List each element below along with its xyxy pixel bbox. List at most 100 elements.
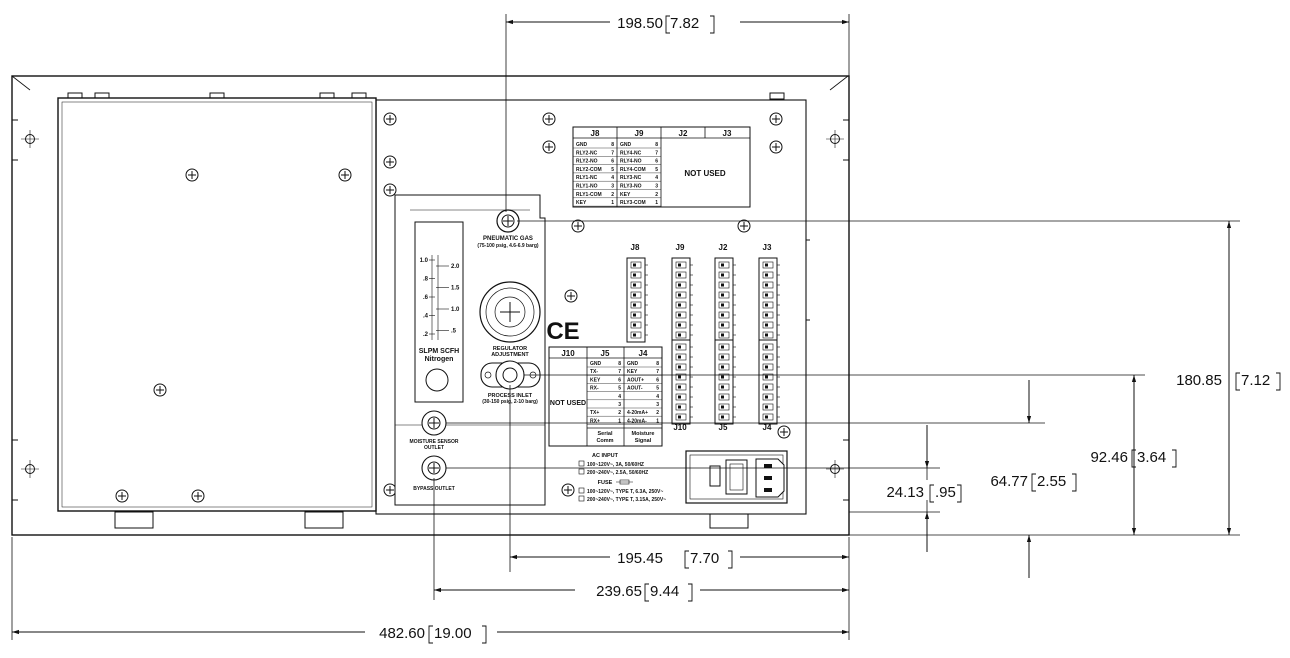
- ac-rating-1: 100~120V~, 3A, 50/60HZ: [587, 462, 644, 468]
- scale-left-label: .6: [423, 295, 429, 301]
- j4-row-pin: 4: [656, 394, 659, 400]
- moisture-sensor-label-2: OUTLET: [424, 445, 444, 451]
- dim-64-77: 64.77 2.55: [990, 473, 1077, 492]
- pneumatic-gas-spec: (75-100 psig, 4.6-6.9 barg): [477, 243, 538, 249]
- j9-row-pin: 3: [655, 184, 658, 190]
- connector-j2: [714, 257, 736, 343]
- dim-180-85-in: 7.12: [1241, 372, 1270, 389]
- connector-j5: [714, 339, 736, 425]
- j5-caption-2: Comm: [596, 438, 613, 444]
- pneumatic-gas-fitting: [496, 209, 520, 233]
- top-pinout-table: [572, 126, 751, 208]
- j8-row-label: RLY2-NC: [576, 150, 598, 156]
- dim-482-60-mm: 482.60: [379, 625, 425, 642]
- terminal-connectors: [626, 257, 780, 425]
- j4-row-pin: 5: [656, 386, 659, 392]
- connector-label-j4: J4: [763, 423, 772, 432]
- scale-right-label: 1.5: [451, 286, 460, 292]
- j9-row-pin: 8: [655, 142, 658, 148]
- process-inlet-fitting: [480, 360, 541, 390]
- j9-row-label: RLY3-NC: [620, 175, 642, 181]
- dim-24-13-mm: 24.13: [886, 484, 924, 501]
- dim-482-60-in: 19.00: [434, 625, 472, 642]
- dim-198-50-in: 7.82: [670, 15, 699, 32]
- dim-482-60: 482.60 19.00: [379, 625, 487, 644]
- j5-row-pin: 6: [618, 377, 621, 383]
- fuse-title: FUSE: [598, 480, 613, 486]
- scale-right-label: .5: [451, 329, 457, 335]
- connector-label-j5: J5: [719, 423, 728, 432]
- j8-row-pin: 8: [611, 142, 614, 148]
- regulator-knob: [479, 281, 541, 343]
- connector-label-j8: J8: [631, 243, 640, 252]
- j9-row-label: RLY4-NC: [620, 150, 642, 156]
- pneumatic-gas-label: PNEUMATIC GAS: [483, 236, 533, 242]
- j4-row-label: AOUT-: [627, 386, 643, 392]
- power-entry-module: [685, 450, 788, 504]
- lower-table-header-j5: J5: [601, 349, 610, 358]
- j9-row-pin: 2: [655, 192, 658, 198]
- regulator-label-2: ADJUSTMENT: [491, 352, 529, 358]
- scale-right-label: 1.0: [451, 307, 460, 313]
- fuse-rating-1: 100~120V~, TYPE T, 6.3A, 250V~: [587, 489, 663, 495]
- j4-row-label: KEY: [627, 369, 638, 375]
- j4-row-pin: 6: [656, 377, 659, 383]
- j5-row-label: TX-: [590, 369, 598, 375]
- dim-198-50: 198.50 7.82: [617, 15, 715, 34]
- j5-row-pin: 3: [618, 402, 621, 408]
- j9-row-label: RLY3-NO: [620, 184, 642, 190]
- dim-198-50-mm: 198.50: [617, 15, 663, 32]
- dim-195-45-in: 7.70: [690, 550, 719, 567]
- bypass-outlet-fitting: [421, 455, 447, 481]
- top-table-not-used: NOT USED: [684, 169, 726, 178]
- j8-row-pin: 6: [611, 159, 614, 165]
- j8-row-pin: 4: [611, 175, 614, 181]
- j5-row-label: RX+: [590, 418, 600, 424]
- ce-mark: CE: [546, 318, 579, 345]
- j4-row-pin: 8: [656, 361, 659, 367]
- j4-row-label: 4-20mA-: [627, 418, 647, 424]
- dim-195-45: 195.45 7.70: [617, 550, 733, 569]
- connector-j10: [671, 339, 693, 425]
- j5-row-label: RX-: [590, 386, 599, 392]
- j5-row-label: TX+: [590, 410, 599, 416]
- j9-row-pin: 5: [655, 167, 658, 173]
- j5-caption-1: Serial: [598, 431, 613, 437]
- j4-caption-1: Moisture: [632, 431, 655, 437]
- dim-24-13-in: .95: [935, 484, 956, 501]
- ac-input-title: AC INPUT: [592, 453, 619, 459]
- j5-row-pin: 1: [618, 418, 621, 424]
- j5-row-pin: 7: [618, 369, 621, 375]
- ac-rating-2: 200~240V~, 2.5A, 50/60HZ: [587, 470, 648, 476]
- flowmeter-scale: 1.0.8.6.4.22.01.51.0.5: [420, 258, 460, 338]
- j8-row-pin: 1: [611, 200, 614, 206]
- lower-table-header-j10: J10: [561, 349, 575, 358]
- lower-table-header-j4: J4: [639, 349, 648, 358]
- j8-row-label: RLY1-NO: [576, 184, 598, 190]
- j8-row-pin: 2: [611, 192, 614, 198]
- ac-checkbox-2: [578, 468, 585, 475]
- dim-24-13: 24.13 .95: [886, 484, 962, 503]
- scale-left-label: .2: [423, 332, 429, 338]
- lower-pinout-table: [548, 346, 663, 447]
- scale-right-label: 2.0: [451, 264, 460, 270]
- j9-row-label: RLY4-NO: [620, 159, 642, 165]
- j4-row-pin: 1: [656, 418, 659, 424]
- j8-row-label: RLY2-NO: [576, 159, 598, 165]
- dim-239-65: 239.65 9.44: [596, 583, 693, 602]
- j8-row-label: GND: [576, 142, 588, 148]
- j9-row-label: RLY3-COM: [620, 200, 646, 206]
- regulator-label-1: REGULATOR: [493, 346, 527, 352]
- j4-row-pin: 7: [656, 369, 659, 375]
- dim-239-65-in: 9.44: [650, 583, 679, 600]
- connector-j3: [758, 257, 780, 343]
- j8-row-pin: 7: [611, 150, 614, 156]
- dim-92-46: 92.46 3.64: [1090, 449, 1177, 468]
- fuse-checkbox-2: [578, 495, 585, 502]
- j9-row-label: RLY4-COM: [620, 167, 646, 173]
- j5-row-pin: 4: [618, 394, 621, 400]
- j8-row-label: RLY1-NC: [576, 175, 598, 181]
- connector-j9: [671, 257, 693, 343]
